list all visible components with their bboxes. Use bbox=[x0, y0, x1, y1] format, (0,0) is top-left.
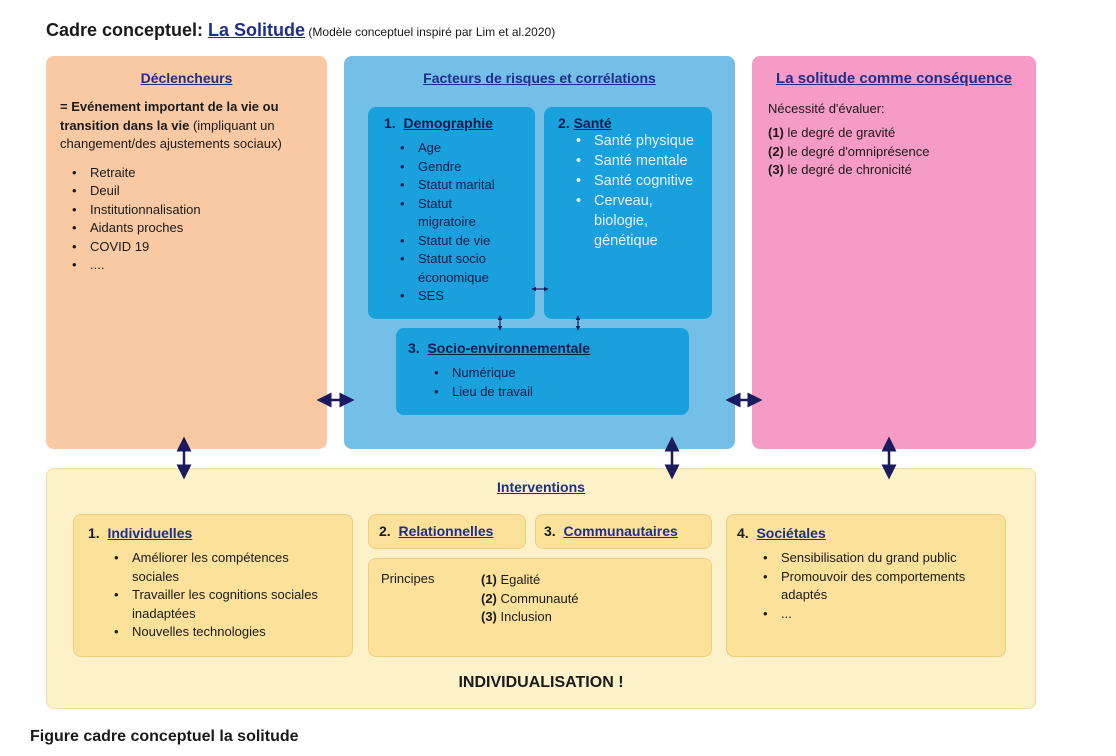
list-item: Nouvelles technologies bbox=[114, 623, 338, 642]
relationnelles-box: 2. Relationnelles bbox=[368, 514, 526, 549]
individuelles-list: Améliorer les compétences sociales Trava… bbox=[110, 549, 338, 642]
list-item: Cerveau, biologie, génétique bbox=[576, 191, 684, 251]
list-item: Gendre bbox=[400, 158, 525, 177]
sante-number: 2. bbox=[558, 115, 570, 131]
list-item: .... bbox=[72, 256, 327, 275]
list-item: (3) le degré de chronicité bbox=[768, 162, 912, 177]
list-item: Travailler les cognitions sociales inada… bbox=[114, 586, 362, 623]
consequence-heading: La solitude comme conséquence bbox=[776, 70, 1012, 87]
individuelles-heading: 1. Individuelles bbox=[88, 525, 193, 541]
consequence-list: (1) le degré de gravité (2) le degré d'o… bbox=[768, 124, 1036, 180]
title-prefix: Cadre conceptuel: bbox=[46, 20, 209, 40]
title-link[interactable]: La Solitude bbox=[208, 20, 306, 40]
principes-box: Principes (1) Egalité (2) Communauté (3)… bbox=[368, 558, 712, 657]
declencheurs-heading: Déclencheurs bbox=[140, 70, 233, 86]
list-item: (1) le degré de gravité bbox=[768, 125, 896, 140]
list-item: (2) le degré d'omniprésence bbox=[768, 143, 930, 159]
declencheurs-panel: Déclencheurs = Evénement important de la… bbox=[46, 56, 327, 449]
list-item: Age bbox=[400, 139, 525, 158]
demographie-heading: 1. Demographie bbox=[378, 115, 525, 131]
socio-heading: 3. Socio-environnementale bbox=[408, 340, 677, 356]
list-item: COVID 19 bbox=[72, 238, 327, 257]
list-item: Institutionnalisation bbox=[72, 201, 327, 220]
list-item: Promouvoir des comportements adaptés bbox=[763, 568, 1011, 605]
declencheurs-list: Retraite Deuil Institutionnalisation Aid… bbox=[68, 164, 327, 275]
principes-list: (1) Egalité (2) Communauté (3) Inclusion bbox=[481, 571, 579, 627]
demographie-number: 1. bbox=[384, 115, 396, 131]
principes-label: Principes bbox=[381, 571, 435, 586]
declencheurs-intro: = Evénement important de la vie ou trans… bbox=[46, 98, 327, 154]
list-item: (1) Egalité bbox=[481, 572, 541, 587]
list-item: Aidants proches bbox=[72, 219, 327, 238]
consequence-panel: La solitude comme conséquence Nécessité … bbox=[752, 56, 1036, 449]
declencheurs-intro-bold: = Evénement important de la vie ou trans… bbox=[60, 99, 279, 133]
title-subtitle: (Modèle conceptuel inspiré par Lim et al… bbox=[305, 25, 556, 39]
figure-caption: Figure cadre conceptuel la solitude bbox=[30, 728, 299, 745]
socio-list: Numérique Lieu de travail bbox=[430, 364, 677, 401]
sante-heading: 2. Santé bbox=[554, 115, 702, 131]
socio-box: 3. Socio-environnementale Numérique Lieu… bbox=[396, 328, 689, 415]
facteurs-heading: Facteurs de risques et corrélations bbox=[423, 70, 656, 86]
list-item: Deuil bbox=[72, 182, 327, 201]
socio-number: 3. bbox=[408, 340, 420, 356]
list-item: ... bbox=[763, 605, 995, 624]
socio-title: Socio-environnementale bbox=[427, 340, 591, 356]
list-item: SES bbox=[400, 287, 525, 306]
interventions-heading: Interventions bbox=[497, 479, 585, 495]
societales-box: 4. Sociétales Sensibilisation du grand p… bbox=[726, 514, 1006, 657]
list-item: Retraite bbox=[72, 164, 327, 183]
demographie-box: 1. Demographie Age Gendre Statut marital… bbox=[368, 107, 535, 319]
individuelles-box: 1. Individuelles Améliorer les compétenc… bbox=[73, 514, 353, 657]
list-item: Statut socio économique bbox=[400, 250, 518, 287]
list-item: Statut migratoire bbox=[400, 195, 508, 232]
demographie-title: Demographie bbox=[403, 115, 493, 131]
list-item: Améliorer les compétences sociales bbox=[114, 549, 332, 586]
list-item: Santé mentale bbox=[576, 151, 702, 171]
list-item: Sensibilisation du grand public bbox=[763, 549, 995, 568]
demographie-list: Age Gendre Statut marital Statut migrato… bbox=[396, 139, 525, 306]
list-item: Statut marital bbox=[400, 176, 525, 195]
communautaires-box: 3. Communautaires bbox=[535, 514, 712, 549]
list-item: Lieu de travail bbox=[434, 383, 677, 402]
list-item: Statut de vie bbox=[400, 232, 525, 251]
list-item: Numérique bbox=[434, 364, 677, 383]
sante-list: Santé physique Santé mentale Santé cogni… bbox=[572, 131, 702, 251]
individualisation-label: INDIVIDUALISATION ! bbox=[458, 674, 624, 691]
list-item: (2) Communauté bbox=[481, 590, 579, 606]
sante-title: Santé bbox=[573, 115, 612, 131]
list-item: Santé physique bbox=[576, 131, 702, 151]
sante-box: 2. Santé Santé physique Santé mentale Sa… bbox=[544, 107, 712, 319]
consequence-intro: Nécessité d'évaluer: bbox=[768, 101, 885, 116]
societales-heading: 4. Sociétales bbox=[737, 525, 826, 541]
list-item: (3) Inclusion bbox=[481, 609, 552, 624]
list-item: Santé cognitive bbox=[576, 171, 702, 191]
declencheurs-intro-rest: (impliquant un changement/des ajustement… bbox=[60, 117, 282, 152]
page-title: Cadre conceptuel: La Solitude (Modèle co… bbox=[46, 20, 555, 41]
societales-list: Sensibilisation du grand public Promouvo… bbox=[759, 549, 995, 623]
